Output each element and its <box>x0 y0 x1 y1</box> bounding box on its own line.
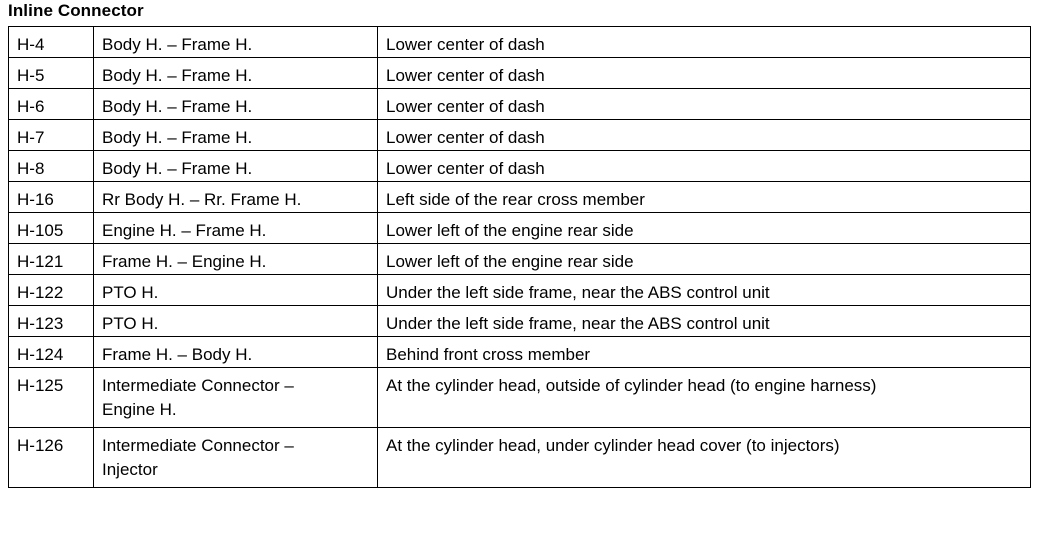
location-cell: Lower left of the engine rear side <box>377 243 1031 275</box>
harness-cell: Frame H. – Engine H. <box>93 243 378 275</box>
location-cell: Lower center of dash <box>377 150 1031 182</box>
location-cell: Lower center of dash <box>377 26 1031 58</box>
table-row: H-121 Frame H. – Engine H. Lower left of… <box>8 243 1031 275</box>
connector-id-cell: H-6 <box>8 88 94 120</box>
table-row: H-16 Rr Body H. – Rr. Frame H. Left side… <box>8 181 1031 213</box>
table-row: H-4 Body H. – Frame H. Lower center of d… <box>8 26 1031 58</box>
table-row: H-123 PTO H. Under the left side frame, … <box>8 305 1031 337</box>
table-row: H-7 Body H. – Frame H. Lower center of d… <box>8 119 1031 151</box>
location-cell: Lower center of dash <box>377 57 1031 89</box>
connector-table: H-4 Body H. – Frame H. Lower center of d… <box>8 26 1031 488</box>
harness-cell: Intermediate Connector – Engine H. <box>93 367 378 428</box>
connector-id-cell: H-122 <box>8 274 94 306</box>
table-row: H-126 Intermediate Connector – Injector … <box>8 427 1031 488</box>
table-row: H-122 PTO H. Under the left side frame, … <box>8 274 1031 306</box>
harness-cell: Body H. – Frame H. <box>93 26 378 58</box>
connector-id-cell: H-7 <box>8 119 94 151</box>
harness-cell: PTO H. <box>93 305 378 337</box>
connector-id-cell: H-123 <box>8 305 94 337</box>
table-row: H-125 Intermediate Connector – Engine H.… <box>8 367 1031 428</box>
location-cell: Lower center of dash <box>377 88 1031 120</box>
harness-cell: Intermediate Connector – Injector <box>93 427 378 488</box>
connector-id-cell: H-16 <box>8 181 94 213</box>
connector-id-cell: H-8 <box>8 150 94 182</box>
location-cell: Under the left side frame, near the ABS … <box>377 305 1031 337</box>
location-cell: Left side of the rear cross member <box>377 181 1031 213</box>
harness-cell: Body H. – Frame H. <box>93 88 378 120</box>
location-cell: Behind front cross member <box>377 336 1031 368</box>
harness-cell: Frame H. – Body H. <box>93 336 378 368</box>
harness-cell: Body H. – Frame H. <box>93 119 378 151</box>
connector-id-cell: H-126 <box>8 427 94 488</box>
connector-id-cell: H-121 <box>8 243 94 275</box>
harness-cell: Rr Body H. – Rr. Frame H. <box>93 181 378 213</box>
connector-id-cell: H-125 <box>8 367 94 428</box>
connector-id-cell: H-124 <box>8 336 94 368</box>
section-title: Inline Connector <box>8 1 144 20</box>
harness-cell: Body H. – Frame H. <box>93 150 378 182</box>
table-row: H-8 Body H. – Frame H. Lower center of d… <box>8 150 1031 182</box>
location-cell: At the cylinder head, outside of cylinde… <box>377 367 1031 428</box>
harness-cell: Engine H. – Frame H. <box>93 212 378 244</box>
table-row: H-124 Frame H. – Body H. Behind front cr… <box>8 336 1031 368</box>
table-row: H-5 Body H. – Frame H. Lower center of d… <box>8 57 1031 89</box>
location-cell: Under the left side frame, near the ABS … <box>377 274 1031 306</box>
location-cell: Lower left of the engine rear side <box>377 212 1031 244</box>
harness-cell: Body H. – Frame H. <box>93 57 378 89</box>
connector-id-cell: H-4 <box>8 26 94 58</box>
location-cell: Lower center of dash <box>377 119 1031 151</box>
connector-id-cell: H-105 <box>8 212 94 244</box>
table-row: H-6 Body H. – Frame H. Lower center of d… <box>8 88 1031 120</box>
connector-id-cell: H-5 <box>8 57 94 89</box>
harness-cell: PTO H. <box>93 274 378 306</box>
table-row: H-105 Engine H. – Frame H. Lower left of… <box>8 212 1031 244</box>
location-cell: At the cylinder head, under cylinder hea… <box>377 427 1031 488</box>
